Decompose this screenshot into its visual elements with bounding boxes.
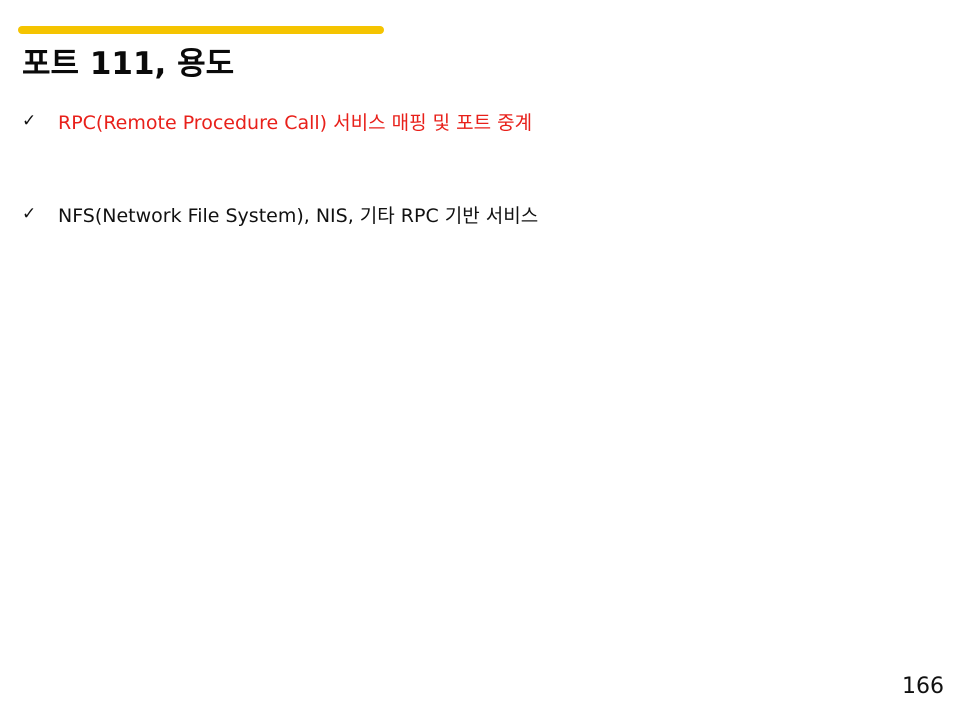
bullet-text: NFS(Network File System), NIS, 기타 RPC 기반…: [58, 204, 539, 227]
bullet-item-nfs: ✓ NFS(Network File System), NIS, 기타 RPC …: [22, 199, 538, 229]
title-accent-bar: [18, 26, 384, 34]
bullet-text: RPC(Remote Procedure Call) 서비스 매핑 및 포트 중…: [58, 111, 533, 134]
check-icon: ✓: [22, 111, 37, 131]
bullet-item-rpc: ✓ RPC(Remote Procedure Call) 서비스 매핑 및 포트…: [22, 106, 532, 136]
slide-title: 포트 111, 용도: [22, 46, 235, 82]
page-number: 166: [902, 674, 944, 699]
check-icon: ✓: [22, 204, 37, 224]
